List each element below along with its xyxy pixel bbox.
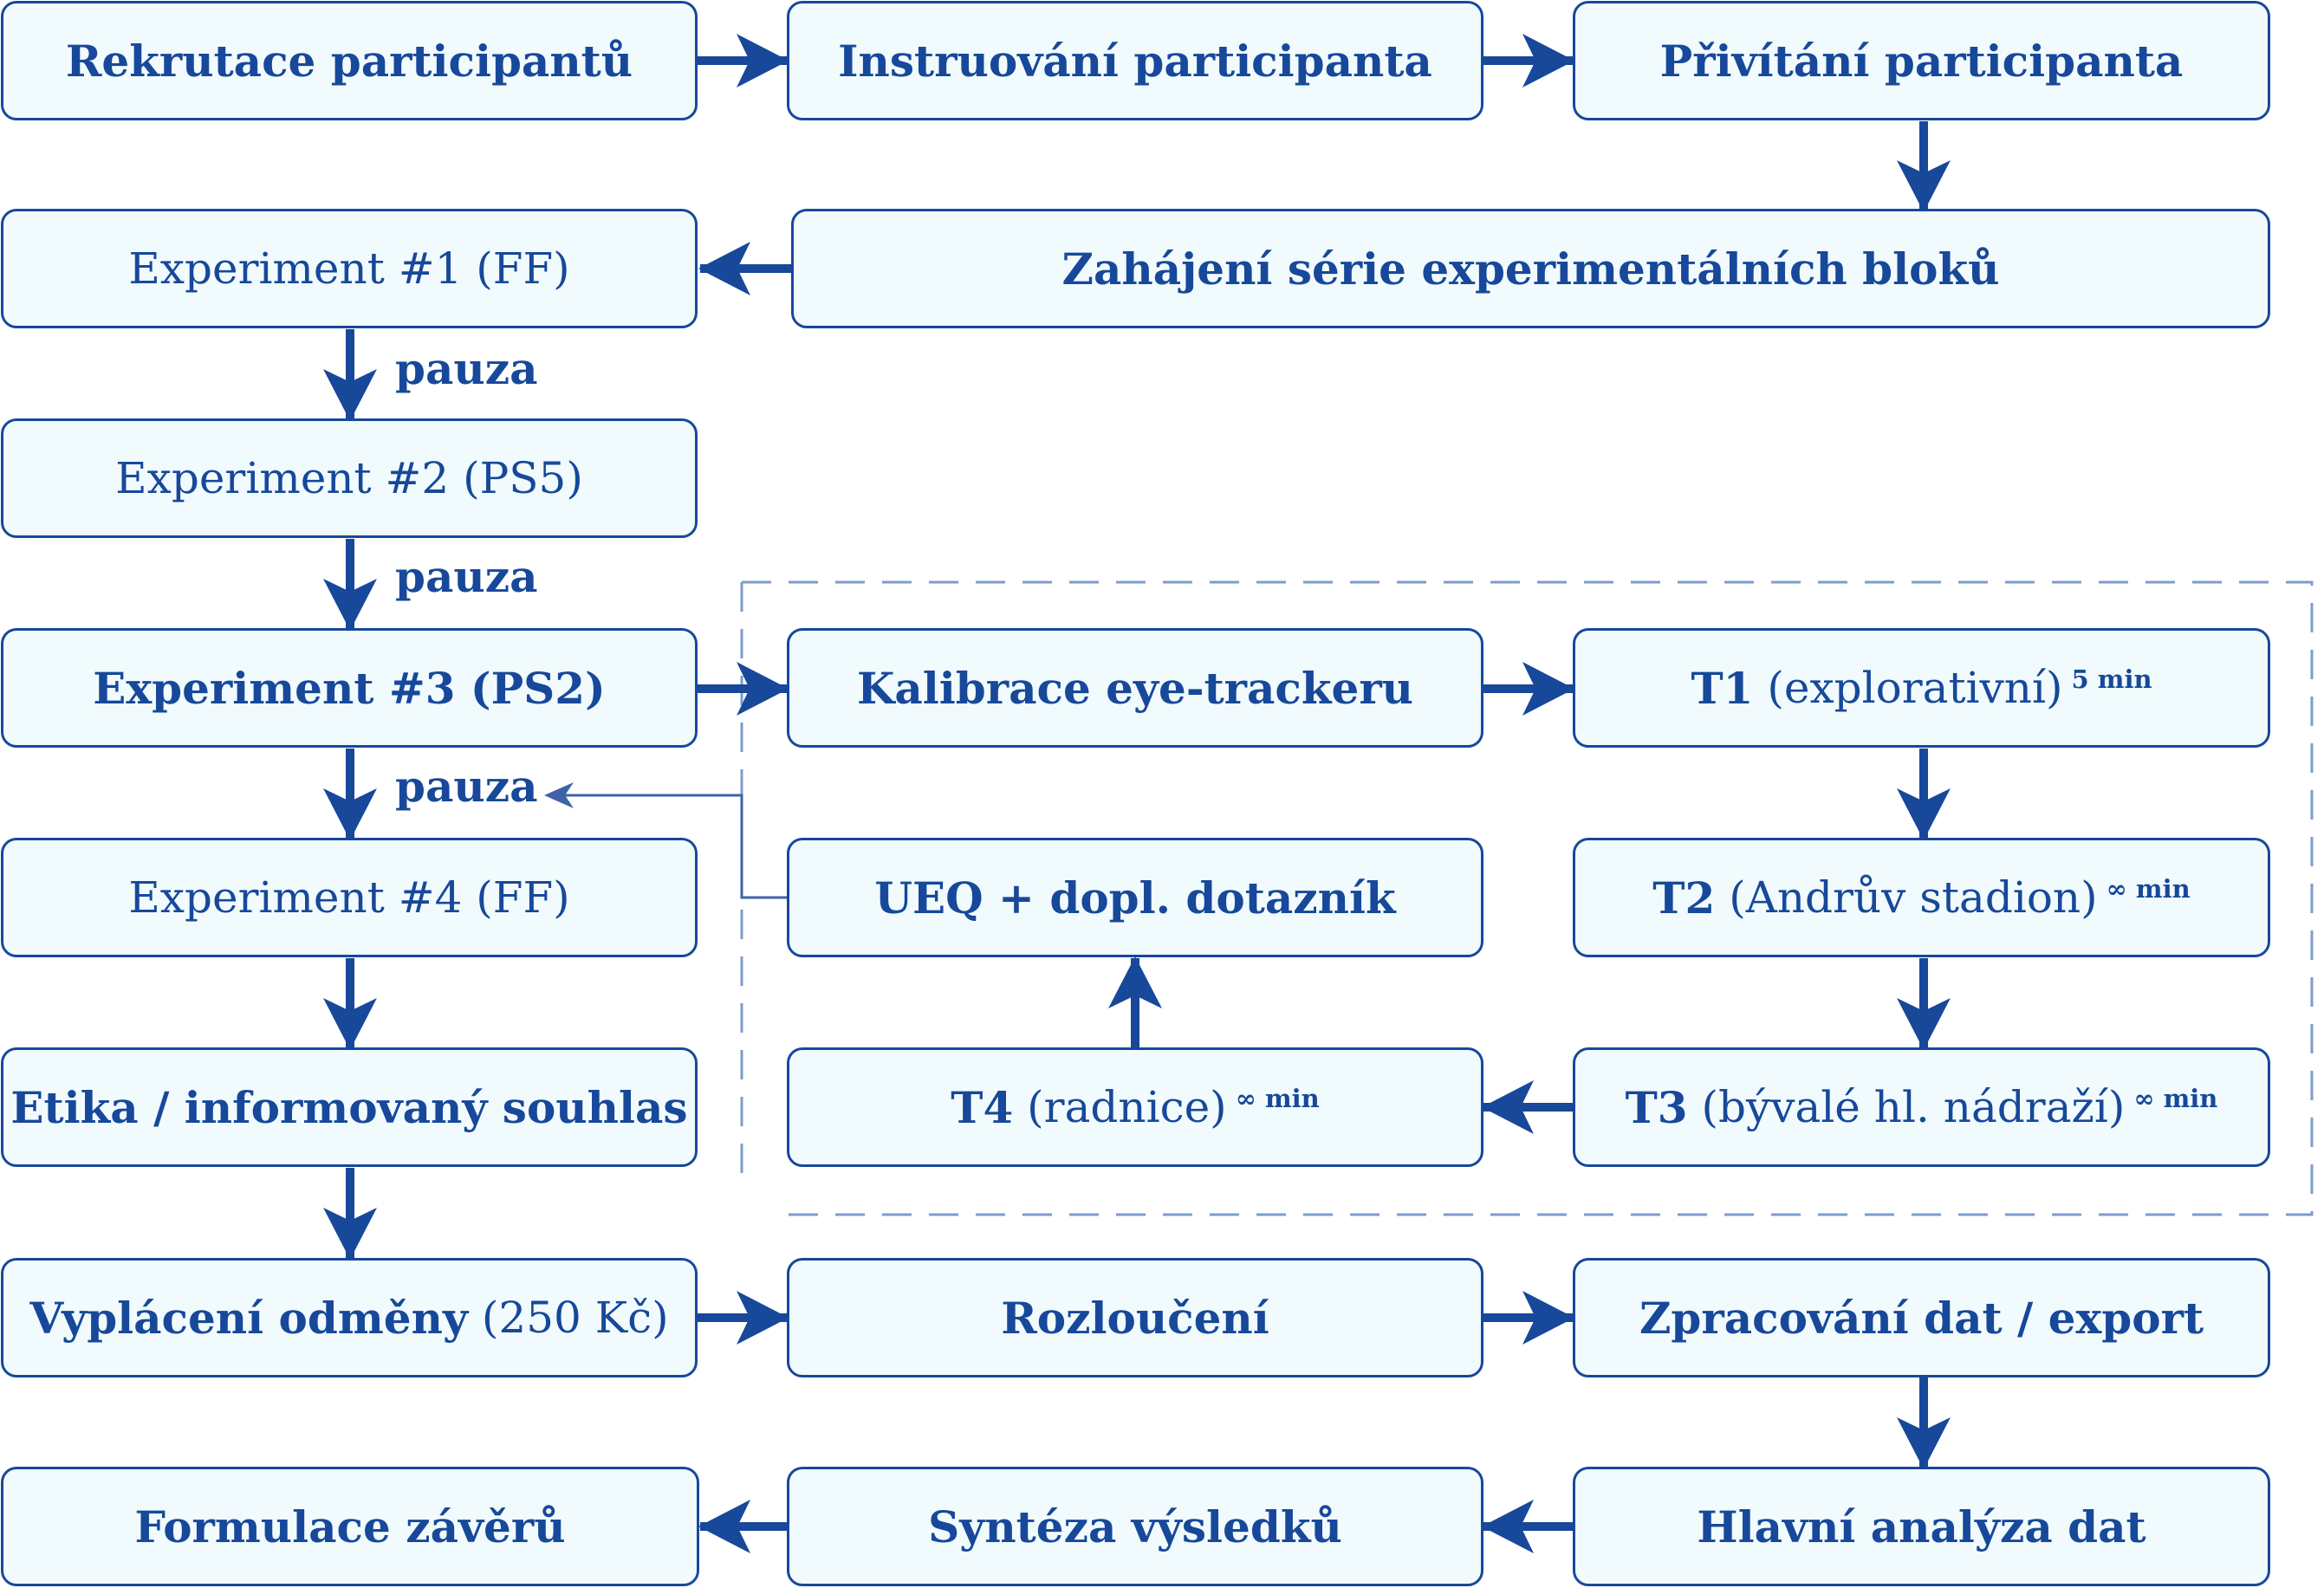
- box-vyplaceni-extra: (250 Kč): [481, 1293, 669, 1343]
- box-t3: T3 (bývalé hl. nádraží)∞ min: [1573, 1047, 2270, 1167]
- box-t2-desc: (Andrův stadion): [1729, 872, 2098, 923]
- pauza-label-3: pauza: [395, 761, 538, 812]
- box-formulace: Formulace závěrů: [1, 1467, 699, 1586]
- box-rekrutace-label: Rekrutace participantů: [65, 35, 633, 87]
- box-ueq: UEQ + dopl. dotazník: [787, 838, 1483, 957]
- box-rozlouceni: Rozloučení: [787, 1258, 1483, 1377]
- box-exp2-label: Experiment #2 (PS5): [115, 453, 583, 503]
- box-zpracovani: Zpracování dat / export: [1573, 1258, 2270, 1377]
- box-synteza: Syntéza výsledků: [787, 1467, 1483, 1586]
- box-t2-code: T2: [1652, 872, 1716, 924]
- box-privitani: Přivítání participanta: [1573, 1, 2270, 120]
- box-t3-code: T3: [1625, 1081, 1688, 1133]
- box-zpracovani-label: Zpracování dat / export: [1639, 1292, 2204, 1344]
- box-hlavni-label: Hlavní analýza dat: [1697, 1500, 2146, 1552]
- box-instruovani-label: Instruování participanta: [838, 35, 1432, 87]
- box-ueq-label: UEQ + dopl. dotazník: [874, 872, 1396, 924]
- box-etika: Etika / informovaný souhlas: [1, 1047, 698, 1167]
- box-t4-code: T4: [951, 1081, 1014, 1133]
- box-hlavni: Hlavní analýza dat: [1573, 1467, 2270, 1586]
- box-kalibrace-label: Kalibrace eye-trackeru: [856, 662, 1414, 714]
- box-t1-code: T1: [1691, 662, 1754, 714]
- box-etika-label: Etika / informovaný souhlas: [10, 1081, 688, 1133]
- box-zahajeni: Zahájení série experimentálních bloků: [791, 209, 2270, 328]
- box-exp3-label: Experiment #3 (PS2): [93, 662, 606, 714]
- box-synteza-label: Syntéza výsledků: [928, 1500, 1342, 1552]
- pauza-label-2: pauza: [395, 551, 538, 602]
- box-rozlouceni-label: Rozloučení: [1001, 1292, 1269, 1344]
- box-kalibrace: Kalibrace eye-trackeru: [787, 628, 1483, 748]
- box-t4-duration: ∞ min: [1235, 1084, 1320, 1113]
- connector-ueq-to-pauza-head: [544, 782, 574, 808]
- box-vyplaceni-main: Vyplácení odměny: [29, 1292, 468, 1344]
- box-privitani-label: Přivítání participanta: [1659, 35, 2184, 87]
- box-formulace-label: Formulace závěrů: [134, 1500, 566, 1552]
- pauza-label-1: pauza: [395, 343, 538, 394]
- box-t3-desc: (bývalé hl. nádraží): [1701, 1082, 2126, 1132]
- box-zahajeni-label: Zahájení série experimentálních bloků: [1061, 243, 2000, 295]
- box-exp3: Experiment #3 (PS2): [1, 628, 698, 748]
- box-t4-desc: (radnice): [1027, 1082, 1227, 1132]
- box-t1-duration: 5 min: [2071, 664, 2152, 694]
- box-t1-desc: (explorativní): [1767, 663, 2063, 713]
- box-rekrutace: Rekrutace participantů: [1, 1, 698, 120]
- box-t4: T4 (radnice) ∞ min: [787, 1047, 1483, 1167]
- box-exp2: Experiment #2 (PS5): [1, 418, 698, 538]
- box-t2: T2 (Andrův stadion) ∞ min: [1573, 838, 2270, 957]
- box-exp1: Experiment #1 (FF): [1, 209, 698, 328]
- box-instruovani: Instruování participanta: [787, 1, 1483, 120]
- box-t3-duration: ∞ min: [2133, 1084, 2218, 1113]
- box-exp4-label: Experiment #4 (FF): [128, 872, 570, 923]
- connector-ueq-to-pauza: [548, 794, 787, 899]
- box-exp4: Experiment #4 (FF): [1, 838, 698, 957]
- box-t2-duration: ∞ min: [2106, 874, 2191, 904]
- box-t1: T1 (explorativní) 5 min: [1573, 628, 2270, 748]
- box-vyplaceni: Vyplácení odměny (250 Kč): [1, 1258, 698, 1377]
- box-exp1-label: Experiment #1 (FF): [128, 243, 570, 294]
